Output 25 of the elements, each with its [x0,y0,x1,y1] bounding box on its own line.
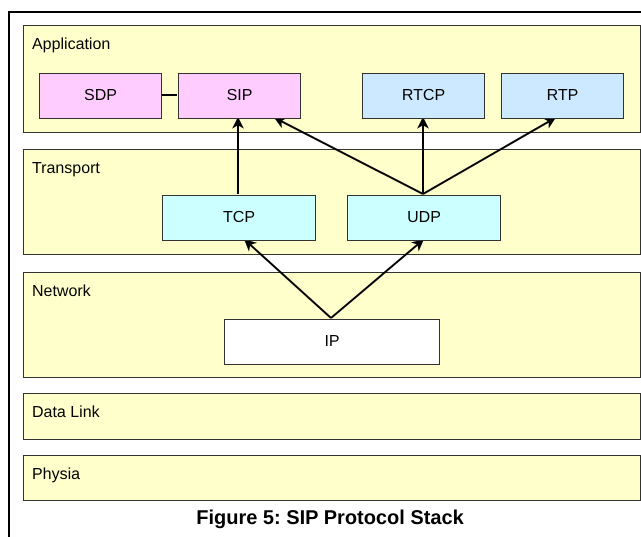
protocol-box: TCP [162,195,316,241]
arrow [232,116,244,194]
layer-title: Physia [32,466,80,484]
arrow [417,116,429,194]
layer-band [23,149,641,255]
arrow [244,239,332,319]
protocol-box: IP [224,319,440,365]
layer-band [23,455,641,501]
protocol-box: SIP [178,73,301,119]
protocol-box: SDP [39,73,162,119]
layer-title: Data Link [32,404,100,422]
connector-line [161,94,177,96]
arrow [422,117,556,195]
layer-band [23,272,641,378]
arrow [330,239,424,319]
protocol-box: RTCP [362,73,485,119]
layer-title: Transport [32,160,100,178]
protocol-box: RTP [501,73,624,119]
arrow [274,117,424,195]
figure-caption: Figure 5: SIP Protocol Stack [195,507,465,530]
layer-band [23,25,641,133]
protocol-box: UDP [347,195,501,241]
layer-title: Network [32,283,91,301]
layer-title: Application [32,36,110,54]
layer-band [23,393,641,440]
